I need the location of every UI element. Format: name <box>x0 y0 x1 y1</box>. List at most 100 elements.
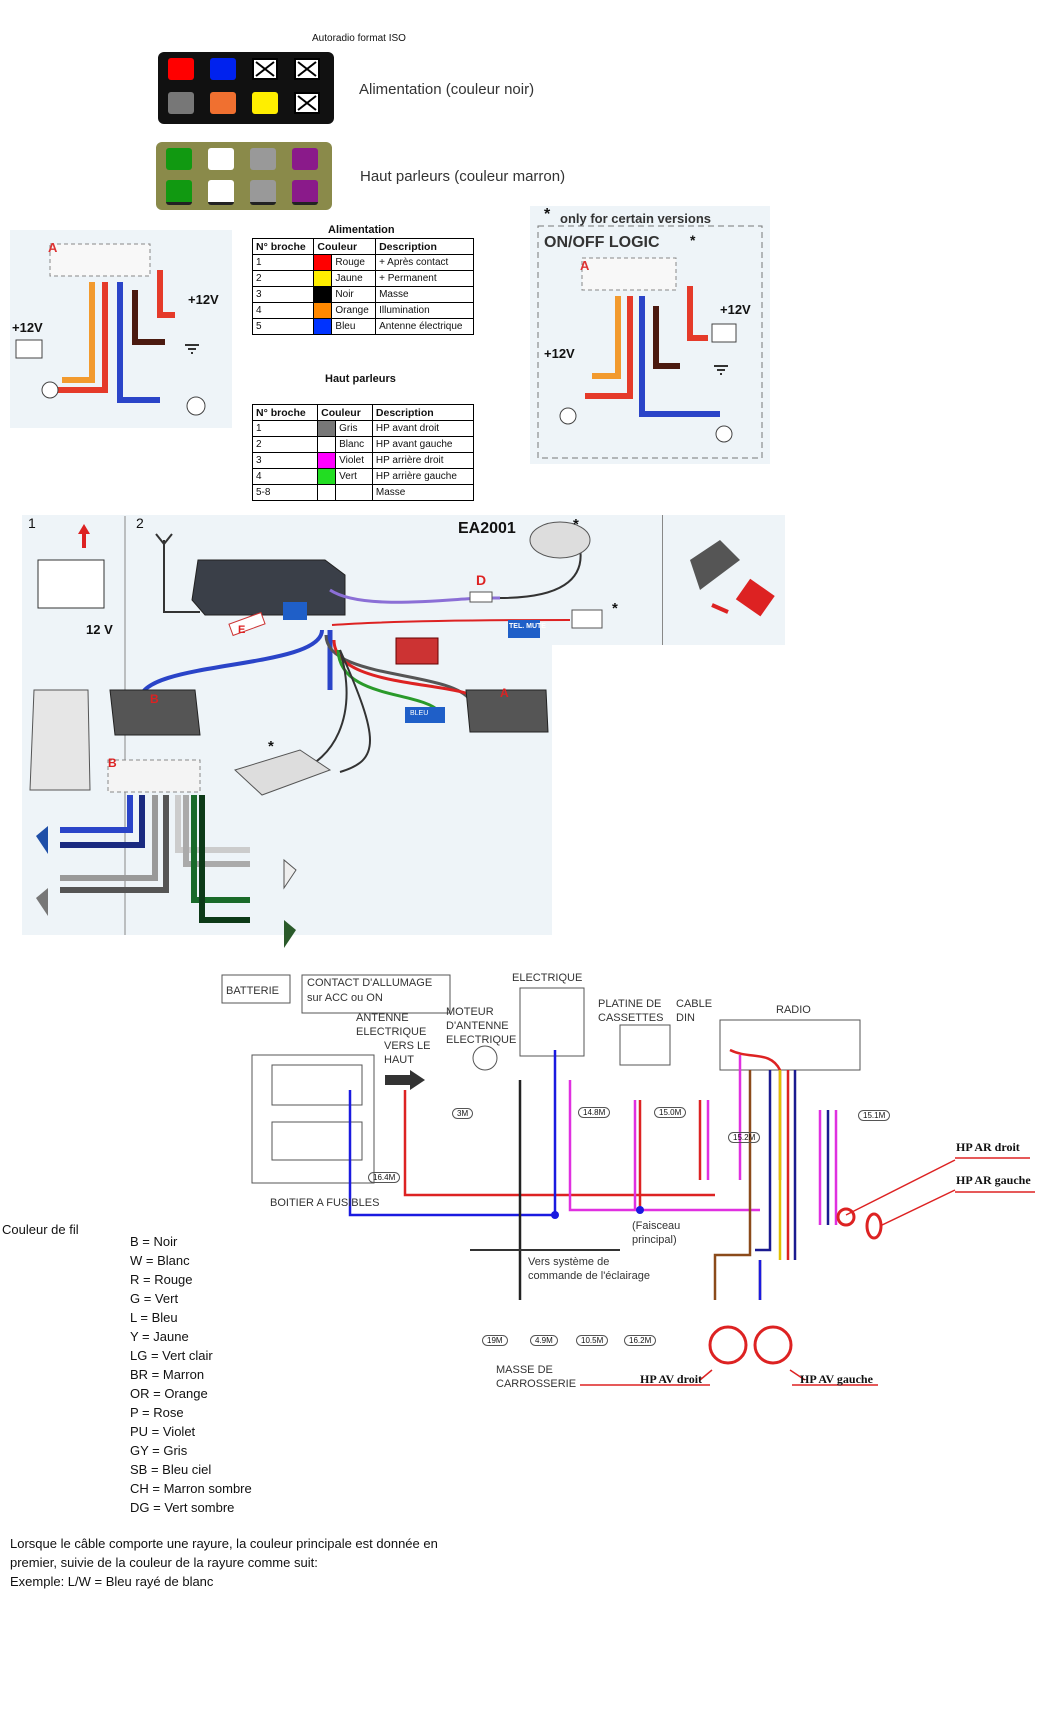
platine-label1: PLATINE DE <box>598 998 662 1010</box>
left-wiring-panel: A +12V +12V <box>10 230 232 428</box>
ref-15-0m: 15.0M <box>654 1107 687 1118</box>
speaker-connector-label: Haut parleurs (couleur marron) <box>360 168 566 185</box>
legend-item: L = Bleu <box>130 1310 178 1325</box>
model-label: EA2001 <box>458 520 516 537</box>
onoff-title: ON/OFF LOGIC <box>544 234 660 251</box>
connector-pin <box>166 180 192 205</box>
install-connector-b: B <box>150 692 159 706</box>
connector-pin <box>210 58 236 80</box>
legend-item: DG = Vert sombre <box>130 1500 235 1515</box>
antenne-label3: VERS LE <box>384 1040 431 1052</box>
legend-title: Couleur de fil <box>2 1222 79 1237</box>
empty-pin-cross <box>297 61 317 77</box>
masse-label1: MASSE DE <box>496 1364 553 1376</box>
ref-10-5m: 10.5M <box>576 1335 609 1346</box>
faisceau-label1: (Faisceau <box>632 1220 681 1232</box>
connector-pin <box>294 58 320 80</box>
label-d: D <box>476 572 487 588</box>
vers-label2: commande de l'éclairage <box>528 1270 650 1282</box>
cable-label1: CABLE <box>676 998 713 1010</box>
ref-19m: 19M <box>482 1335 508 1346</box>
legend-item: SB = Bleu ciel <box>130 1462 212 1477</box>
antenne-label2: ELECTRIQUE <box>356 1026 427 1038</box>
tel-mute-label: TEL. MUTE <box>509 623 546 630</box>
cell-desc: Antenne électrique <box>375 318 474 335</box>
connector-pin <box>252 58 278 80</box>
legend-item: B = Noir <box>130 1234 178 1249</box>
connector-pin <box>252 92 278 114</box>
contact-label2: sur ACC ou ON <box>307 992 383 1004</box>
onoff-note-star: * <box>544 206 551 223</box>
masse-label2: CARROSSERIE <box>496 1378 577 1390</box>
platine-label2: CASSETTES <box>598 1012 664 1024</box>
connector-pin <box>250 180 276 205</box>
onoff-12v-left: +12V <box>544 346 575 361</box>
footer-line1: Lorsque le câble comporte une rayure, la… <box>10 1536 438 1551</box>
left-12v-top: +12V <box>188 292 219 307</box>
iso-title: Autoradio format ISO <box>312 33 406 44</box>
install-step2: 2 <box>136 515 144 531</box>
ref-3m: 3M <box>452 1108 474 1119</box>
speaker-connector <box>156 142 332 210</box>
phone-star: * <box>612 600 618 617</box>
cell-swatch <box>317 484 337 501</box>
col-color: Couleur <box>313 238 377 255</box>
electrique-label: ELECTRIQUE <box>512 972 583 984</box>
col-desc: Description <box>375 238 474 255</box>
onoff-drawing <box>537 225 763 459</box>
contact-label: CONTACT D'ALLUMAGE <box>307 977 433 989</box>
amp-star: * <box>268 738 274 755</box>
model-star: * <box>573 516 579 533</box>
onoff-connector-a: A <box>580 258 590 273</box>
connector-pin <box>250 148 276 170</box>
hp-av-gauche-label: HP AV gauche <box>800 1372 873 1386</box>
legend-item: LG = Vert clair <box>130 1348 213 1363</box>
install-connector-a: A <box>500 686 509 700</box>
antenne-label1: ANTENNE <box>356 1012 409 1024</box>
legend-item: BR = Marron <box>130 1367 205 1382</box>
cell-swatch <box>313 254 333 271</box>
install-connector-b2: B <box>108 756 117 770</box>
connector-pin <box>166 148 192 170</box>
left-12v-left: +12V <box>12 320 43 335</box>
connector-pin <box>292 180 318 205</box>
schematic-drawing <box>221 974 1035 1386</box>
footer-line2: premier, suivie de la couleur de la rayu… <box>10 1555 318 1570</box>
cell-desc: Masse <box>371 484 475 501</box>
empty-pin-cross <box>255 61 275 77</box>
connector-pin <box>168 92 194 114</box>
left-wiring-drawing <box>15 243 206 416</box>
connector-pin <box>168 58 194 80</box>
cell-swatch <box>317 436 337 453</box>
legend-item: Y = Jaune <box>130 1329 189 1344</box>
label-e: E <box>238 624 246 636</box>
onoff-title-star: * <box>690 232 696 248</box>
battery-voltage: 12 V <box>86 622 113 637</box>
vers-label1: Vers système de <box>528 1256 610 1268</box>
ref-16-2m: 16.2M <box>624 1335 657 1346</box>
cell-swatch <box>313 302 333 319</box>
bleu-tag: BLEU <box>410 710 429 717</box>
hp-ar-gauche-label: HP AR gauche <box>956 1173 1031 1187</box>
ref-15-2m: 15.2M <box>728 1132 761 1143</box>
legend-item: GY = Gris <box>130 1443 188 1458</box>
ref-4-9m: 4.9M <box>530 1335 558 1346</box>
cell-pin: 5 <box>251 318 315 335</box>
radio-label: RADIO <box>776 1004 811 1016</box>
moteur-label1: MOTEUR <box>446 1006 494 1018</box>
empty-pin-cross <box>297 95 317 111</box>
onoff-logic-panel: * only for certain versions ON/OFF LOGIC… <box>530 206 770 464</box>
legend-item: P = Rose <box>130 1405 184 1420</box>
batterie-box: BATTERIE <box>226 985 279 997</box>
hp-title: Haut parleurs <box>325 373 396 385</box>
legend-item: OR = Orange <box>130 1386 208 1401</box>
cell-swatch <box>317 452 337 469</box>
antenne-label4: HAUT <box>384 1054 414 1066</box>
legend-item: R = Rouge <box>130 1272 193 1287</box>
cable-label2: DIN <box>676 1012 695 1024</box>
